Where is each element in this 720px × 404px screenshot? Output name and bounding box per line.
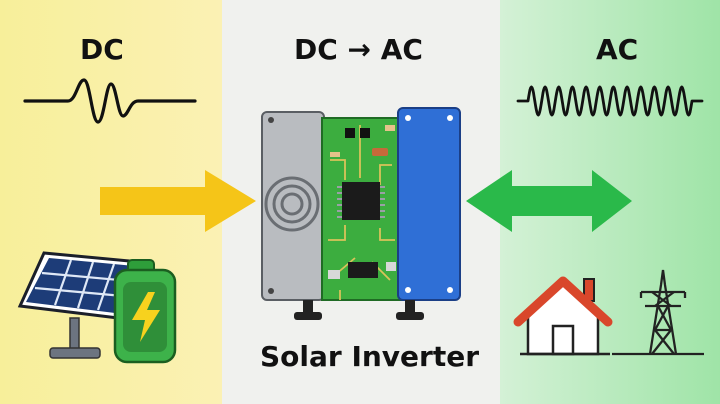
ac-label: AC [596, 33, 639, 66]
battery-icon [113, 259, 177, 364]
ac-waveform-icon [516, 85, 704, 117]
inverter-icon [261, 107, 461, 320]
solar-panel-icon [17, 251, 143, 359]
dc-label: DC [80, 33, 124, 66]
conversion-label: DC → AC [294, 33, 423, 66]
double-arrow-icon [466, 170, 632, 232]
diagram-title: Solar Inverter [260, 340, 480, 373]
power-tower-icon [612, 269, 704, 356]
arrow-right-icon [100, 170, 256, 232]
house-icon [513, 276, 613, 356]
dc-waveform-icon [23, 78, 197, 124]
